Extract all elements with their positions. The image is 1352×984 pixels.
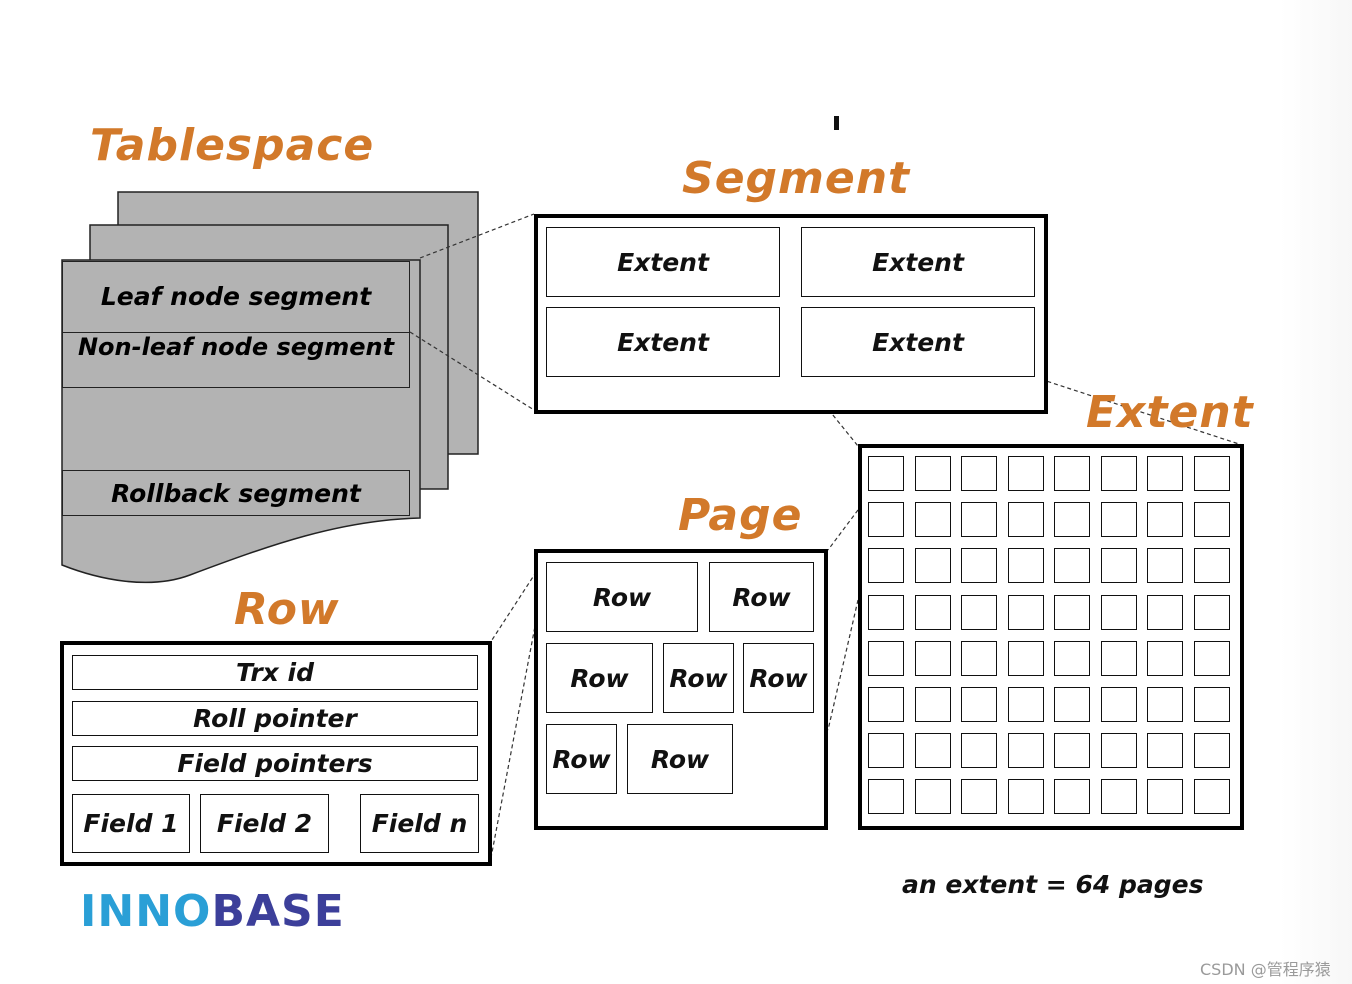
- extent-page-cell: [1007, 502, 1044, 538]
- extent-page-cell: [914, 779, 951, 815]
- extent-page-grid: [868, 456, 1230, 815]
- innobase-logo: INNOBASE: [80, 890, 345, 934]
- segment-extent-3: Extent: [546, 307, 780, 377]
- extent-caption: an extent = 64 pages: [902, 870, 1204, 899]
- csdn-watermark: CSDN @管程序猿: [1200, 960, 1331, 979]
- extent-page-cell: [1054, 686, 1090, 722]
- extent-page-cell: [868, 548, 904, 584]
- extent-page-cell: [1007, 594, 1044, 630]
- leaf-node-segment: Leaf node segment: [62, 261, 410, 333]
- segment-extent-2: Extent: [801, 227, 1035, 297]
- extent-page-cell: [1100, 502, 1137, 538]
- extent-page-cell: [914, 456, 951, 491]
- page-row-5: Row: [743, 643, 814, 713]
- extent-page-cell: [1100, 686, 1137, 722]
- extent-title: Extent: [1086, 387, 1254, 438]
- extent-page-cell: [961, 594, 997, 630]
- page-row-3: Row: [546, 643, 653, 713]
- extent-page-cell: [1147, 640, 1183, 676]
- extent-page-cell: [868, 502, 904, 538]
- extent-page-cell: [1054, 640, 1090, 676]
- segment-extent-1: Extent: [546, 227, 780, 297]
- extent-page-cell: [914, 686, 951, 722]
- extent-page-cell: [1193, 733, 1230, 769]
- tablespace-title: Tablespace: [90, 120, 375, 171]
- row-field-trx-id: Trx id: [72, 655, 478, 690]
- extent-page-cell: [1147, 594, 1183, 630]
- extent-page-cell: [1007, 779, 1044, 815]
- extent-page-cell: [1100, 594, 1137, 630]
- page-title: Page: [678, 490, 803, 541]
- logo-base: BASE: [211, 886, 345, 937]
- page-row-6: Row: [546, 724, 617, 794]
- extent-page-cell: [961, 548, 997, 584]
- extent-page-cell: [961, 686, 997, 722]
- row-title: Row: [234, 584, 340, 635]
- stray-mark: [834, 116, 839, 130]
- extent-page-cell: [1193, 640, 1230, 676]
- extent-page-cell: [1147, 548, 1183, 584]
- extent-page-cell: [1054, 594, 1090, 630]
- extent-page-cell: [868, 456, 904, 491]
- extent-page-cell: [1193, 548, 1230, 584]
- row-field-field-pointers: Field pointers: [72, 746, 478, 781]
- row-field-roll-pointer: Roll pointer: [72, 701, 478, 736]
- extent-page-cell: [961, 456, 997, 491]
- extent-page-cell: [1054, 548, 1090, 584]
- extent-page-cell: [1100, 548, 1137, 584]
- extent-page-cell: [1147, 456, 1183, 491]
- extent-page-cell: [1007, 686, 1044, 722]
- extent-page-cell: [1007, 456, 1044, 491]
- extent-page-cell: [961, 779, 997, 815]
- extent-page-cell: [1147, 502, 1183, 538]
- page-edge-shade: [1280, 0, 1352, 984]
- extent-page-cell: [868, 594, 904, 630]
- extent-page-cell: [961, 733, 997, 769]
- extent-page-cell: [961, 640, 997, 676]
- extent-page-cell: [1007, 640, 1044, 676]
- extent-page-cell: [1007, 733, 1044, 769]
- extent-page-cell: [914, 502, 951, 538]
- extent-page-cell: [868, 686, 904, 722]
- extent-page-cell: [1193, 686, 1230, 722]
- extent-page-cell: [1007, 548, 1044, 584]
- rollback-segment: Rollback segment: [62, 470, 410, 516]
- extent-page-cell: [1054, 502, 1090, 538]
- extent-page-cell: [868, 779, 904, 815]
- row-data-field-2: Field 2: [200, 794, 329, 853]
- logo-inno: INNO: [80, 886, 212, 937]
- extent-page-cell: [1193, 779, 1230, 815]
- segment-title: Segment: [682, 153, 911, 204]
- extent-page-cell: [1147, 686, 1183, 722]
- page-row-4: Row: [663, 643, 734, 713]
- extent-page-cell: [868, 733, 904, 769]
- extent-page-cell: [868, 640, 904, 676]
- extent-page-cell: [1100, 733, 1137, 769]
- row-data-field-n: Field n: [360, 794, 479, 853]
- extent-page-cell: [1193, 594, 1230, 630]
- extent-page-cell: [914, 640, 951, 676]
- extent-page-cell: [961, 502, 997, 538]
- extent-page-cell: [914, 548, 951, 584]
- extent-page-cell: [914, 733, 951, 769]
- non-leaf-node-segment: Non-leaf node segment: [62, 332, 410, 388]
- extent-page-cell: [1054, 733, 1090, 769]
- extent-page-cell: [1100, 640, 1137, 676]
- extent-page-cell: [1147, 733, 1183, 769]
- page-row-7: Row: [627, 724, 733, 794]
- extent-page-cell: [914, 594, 951, 630]
- segment-extent-4: Extent: [801, 307, 1035, 377]
- extent-page-cell: [1100, 456, 1137, 491]
- row-data-field-1: Field 1: [72, 794, 190, 853]
- page-row-2: Row: [709, 562, 814, 632]
- page-row-1: Row: [546, 562, 698, 632]
- extent-page-cell: [1147, 779, 1183, 815]
- extent-page-cell: [1054, 779, 1090, 815]
- extent-page-cell: [1054, 456, 1090, 491]
- extent-page-cell: [1193, 502, 1230, 538]
- extent-page-cell: [1100, 779, 1137, 815]
- extent-page-cell: [1193, 456, 1230, 491]
